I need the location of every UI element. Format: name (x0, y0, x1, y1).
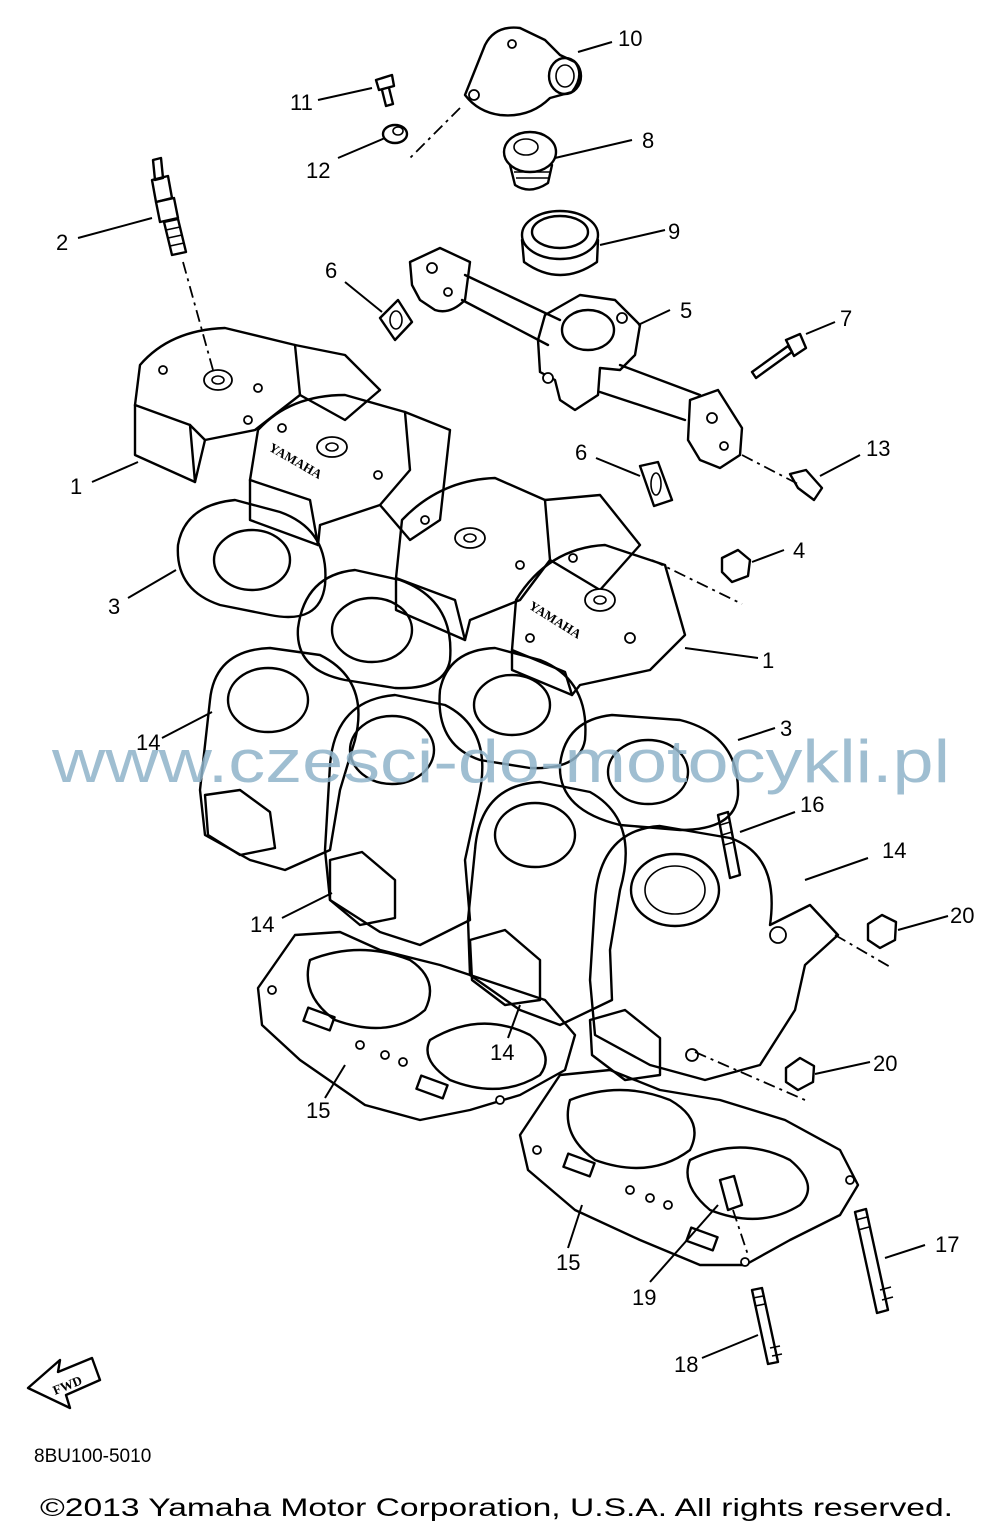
part-dowel-19 (718, 1174, 744, 1212)
callout-17: 17 (935, 1232, 959, 1257)
part-gasket-6b (638, 460, 674, 508)
part-nut-20b (784, 1056, 816, 1092)
callout-12: 12 (306, 158, 330, 183)
part-head-gasket-d (558, 713, 740, 832)
callout-1-right: 1 (762, 648, 774, 673)
part-bolt-7 (750, 332, 808, 380)
callout-13: 13 (866, 436, 890, 461)
callout-8: 8 (642, 128, 654, 153)
part-head-gasket-a (176, 498, 327, 619)
part-cylinder-head-b: YAMAHA (248, 393, 452, 547)
part-cylinder-head-d: YAMAHA (510, 543, 687, 697)
part-seal-9 (520, 209, 600, 277)
part-nut-4 (720, 548, 752, 584)
callout-9: 9 (668, 219, 680, 244)
callout-4: 4 (793, 538, 805, 563)
part-water-manifold (408, 246, 744, 470)
callout-14-c: 14 (250, 912, 274, 937)
callout-16: 16 (800, 792, 824, 817)
part-head-gasket-b (296, 568, 452, 690)
callout-labels: 10 11 12 8 2 9 6 5 7 6 13 1 4 3 1 3 14 1… (56, 26, 974, 1377)
part-cylinder-block-c (466, 780, 627, 1027)
callout-20-a: 20 (950, 903, 974, 928)
part-grommet-12 (381, 123, 409, 145)
part-cylinder-head-c (394, 476, 642, 642)
callout-11: 11 (290, 90, 313, 115)
watermark-text: www.czesci-do-motocykli.pl (51, 728, 950, 795)
part-code: 8BU100-5010 (34, 1446, 151, 1467)
leader-lines (77, 41, 949, 1359)
callout-18: 18 (674, 1352, 698, 1377)
callout-14-d: 14 (490, 1040, 514, 1065)
part-gasket-6a (378, 298, 414, 342)
callout-2: 2 (56, 230, 68, 255)
part-cylinder-block-b (323, 693, 484, 947)
callout-6-mid: 6 (575, 440, 587, 465)
callout-10: 10 (618, 26, 642, 51)
copyright-notice: ©2013 Yamaha Motor Corporation, U.S.A. A… (40, 1494, 953, 1522)
part-cylinder-head-a (133, 326, 382, 484)
callout-5: 5 (680, 298, 692, 323)
part-bolt-11 (374, 73, 396, 108)
callout-20-b: 20 (873, 1051, 897, 1076)
part-base-gasket-b (518, 1068, 860, 1267)
callout-14-a: 14 (136, 730, 160, 755)
callout-1-left: 1 (70, 474, 82, 499)
callout-7: 7 (840, 306, 852, 331)
callout-3-left: 3 (108, 594, 120, 619)
head-stamp-d: YAMAHA (526, 598, 584, 642)
part-head-gasket-c (438, 646, 587, 770)
part-nut-20a (866, 913, 898, 950)
part-thermostat (502, 130, 558, 191)
part-base-gasket-a (256, 930, 577, 1122)
part-stud-17 (853, 1207, 894, 1315)
callout-15-b: 15 (556, 1250, 580, 1275)
callout-15-a: 15 (306, 1098, 330, 1123)
part-stud-18 (750, 1286, 783, 1366)
callout-6-top: 6 (325, 258, 337, 283)
part-thermostat-cover (463, 26, 583, 117)
part-stud-16 (716, 810, 742, 880)
callout-19: 19 (632, 1285, 656, 1310)
part-spark-plug (150, 156, 188, 257)
part-cylinder-block-a (198, 646, 360, 872)
fwd-arrow-icon: FWD (26, 1356, 102, 1410)
callout-14-b: 14 (882, 838, 906, 863)
callout-3-right: 3 (780, 716, 792, 741)
part-cylinder-block-d (588, 824, 840, 1082)
part-bolt-13 (788, 468, 824, 502)
